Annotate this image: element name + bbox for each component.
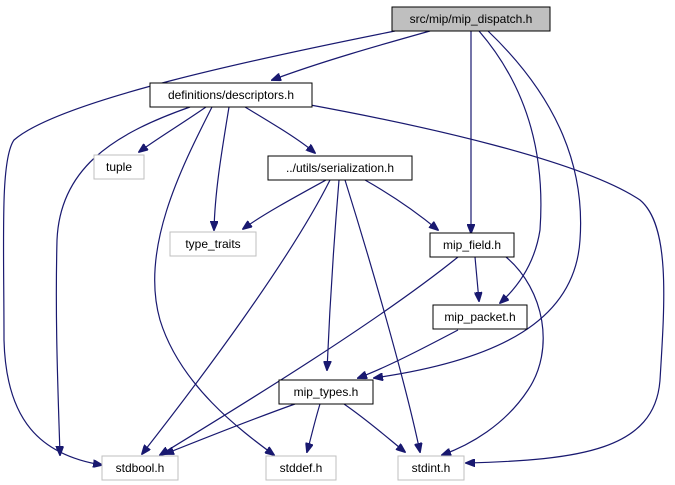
edge-mip-packet-to-mip-types: [358, 329, 459, 378]
node-label: mip_types.h: [294, 385, 359, 399]
node-mip-field[interactable]: mip_field.h: [429, 232, 515, 258]
edge-mip-types-to-stdbool: [165, 403, 296, 454]
edges: [2, 30, 665, 465]
node-stdbool: stdbool.h: [101, 455, 179, 481]
edge-descriptors-to-stdint: [304, 103, 665, 463]
edge-mip-dispatch-to-mip-packet: [478, 30, 542, 303]
edge-mip-types-to-stdint: [343, 403, 405, 452]
node-serialization[interactable]: ../utils/serialization.h: [267, 155, 413, 181]
edge-mip-field-to-stdbool: [160, 256, 459, 455]
edge-mip-dispatch-to-descriptors: [272, 30, 431, 80]
node-descriptors[interactable]: definitions/descriptors.h: [149, 82, 313, 108]
node-label: definitions/descriptors.h: [168, 88, 294, 102]
node-tuple: tuple: [93, 154, 145, 180]
node-stdint: stdint.h: [397, 455, 465, 481]
node-label: src/mip/mip_dispatch.h: [410, 12, 533, 26]
node-mip-packet[interactable]: mip_packet.h: [432, 304, 528, 330]
edge-serialization-to-mip-field: [364, 179, 438, 230]
edge-serialization-to-stdbool: [142, 179, 331, 454]
edge-mip-types-to-stddef: [307, 403, 321, 452]
node-label: type_traits: [185, 237, 240, 251]
node-mip-dispatch[interactable]: src/mip/mip_dispatch.h: [391, 6, 551, 32]
node-mip-types[interactable]: mip_types.h: [278, 379, 374, 405]
node-label: ../utils/serialization.h: [286, 161, 394, 175]
node-type-traits: type_traits: [169, 231, 257, 257]
node-label: mip_field.h: [443, 238, 501, 252]
edge-mip-dispatch-to-mip-types: [374, 30, 582, 378]
node-label: stdint.h: [412, 461, 451, 475]
node-label: stdbool.h: [116, 461, 165, 475]
edge-descriptors-to-type-traits: [214, 106, 230, 230]
node-stddef: stddef.h: [265, 455, 337, 481]
node-label: mip_packet.h: [444, 310, 515, 324]
edge-serialization-to-type-traits: [243, 179, 327, 229]
edge-descriptors-to-tuple: [139, 106, 207, 152]
edge-serialization-to-stdint: [344, 179, 420, 452]
edge-descriptors-to-stddef: [154, 106, 274, 455]
edge-descriptors-to-serialization: [244, 106, 315, 153]
edge-mip-dispatch-to-stdbool: [2, 30, 396, 465]
edge-mip-field-to-stdint: [442, 256, 544, 455]
edge-mip-field-to-mip-packet: [475, 256, 479, 301]
node-label: stddef.h: [280, 461, 323, 475]
edge-serialization-to-mip-types: [327, 179, 340, 370]
node-label: tuple: [106, 160, 132, 174]
edge-descriptors-to-stdbool: [56, 106, 191, 455]
nodes: src/mip/mip_dispatch.h definitions/descr…: [93, 6, 551, 481]
